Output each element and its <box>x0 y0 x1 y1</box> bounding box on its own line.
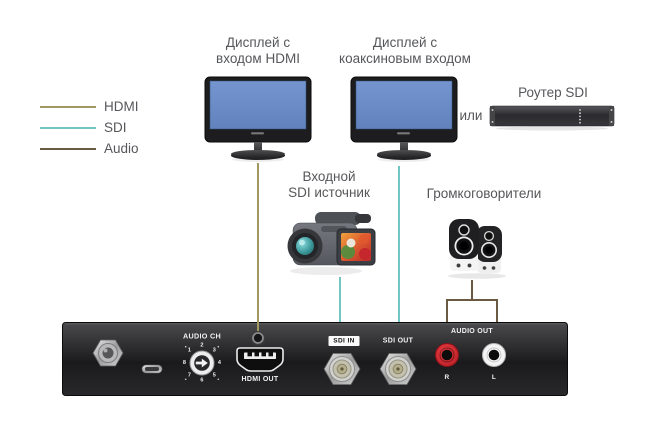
power-connector <box>92 339 124 367</box>
monitor-screen <box>209 80 307 130</box>
sdi-source-label: Входной SDI источник <box>288 169 370 200</box>
mini-usb-port <box>141 364 163 374</box>
sdi-out-connection-line <box>398 166 400 322</box>
legend-hdmi-label: HDMI <box>104 99 139 114</box>
rca-left-label: L <box>492 374 496 381</box>
dial-number-7: 7 <box>188 372 191 378</box>
sdi-out-port: SDI OUT <box>379 338 417 385</box>
camcorder-image <box>287 212 376 275</box>
sdi-router-image <box>489 105 615 131</box>
rca-left-white <box>482 343 506 367</box>
speakers-image <box>448 219 506 279</box>
audio-stem-line <box>471 280 473 301</box>
monitor-screen <box>355 80 453 130</box>
display-coax-image <box>350 76 458 162</box>
sdi-in-label: SDI IN <box>333 338 355 345</box>
dial-number-8: 8 <box>183 360 186 366</box>
legend-audio-label: Audio <box>104 141 139 156</box>
dial-number-4: 4 <box>218 360 222 366</box>
legend-hdmi-line <box>40 106 96 108</box>
converter-rear-panel: AUDIO CH 1 2 3 4 5 6 7 8 HDMI OUT <box>62 322 568 396</box>
speakers-label: Громкоговорители <box>426 186 542 201</box>
rca-right-label: R <box>445 374 450 381</box>
dial-number-2: 2 <box>200 343 203 349</box>
display-hdmi-label: Дисплей с входом HDMI <box>216 35 300 66</box>
legend-audio-line <box>40 148 96 150</box>
legend-sdi-label: SDI <box>104 120 127 135</box>
router-label: Роутер SDI <box>518 85 588 100</box>
sdi-in-connection-line <box>339 277 341 322</box>
rca-right-red <box>435 343 459 367</box>
or-text: или <box>459 108 483 123</box>
router-ear-right <box>609 106 614 126</box>
audio-out-label: AUDIO OUT <box>451 328 493 335</box>
legend-sdi-line <box>40 127 96 129</box>
dial-number-6: 6 <box>200 378 203 384</box>
audio-out-section: AUDIO OUT R L <box>435 328 506 381</box>
speaker-right <box>476 226 502 273</box>
router-led-dots <box>579 109 581 124</box>
dial-number-3: 3 <box>213 348 216 354</box>
display-hdmi-image <box>204 76 312 162</box>
camcorder-handle <box>315 212 361 225</box>
hdmi-out-label: HDMI OUT <box>241 376 278 383</box>
sdi-in-port: SDI IN <box>323 336 361 385</box>
audio-left-drop-line <box>496 299 498 322</box>
hdmi-out-port: HDMI OUT <box>236 330 284 383</box>
hdmi-led <box>252 332 264 344</box>
monitor-logo <box>251 132 264 135</box>
dial-number-5: 5 <box>213 372 216 378</box>
monitor-logo <box>397 132 410 135</box>
camcorder-lcd <box>336 228 376 266</box>
router-ear-left <box>490 106 495 126</box>
audio-ch-label: AUDIO CH <box>183 332 221 341</box>
dial-number-1: 1 <box>188 348 191 354</box>
audio-split-line <box>446 299 498 301</box>
speaker-left <box>449 219 479 271</box>
display-coax-label: Дисплей с коаксиновым входом <box>339 35 471 66</box>
audio-ch-switch: AUDIO CH 1 2 3 4 5 6 7 8 <box>183 332 222 384</box>
sdi-out-label: SDI OUT <box>383 338 414 345</box>
hdmi-connection-line <box>257 163 259 331</box>
camcorder-viewfinder <box>355 214 371 223</box>
audio-right-drop-line <box>446 299 448 322</box>
